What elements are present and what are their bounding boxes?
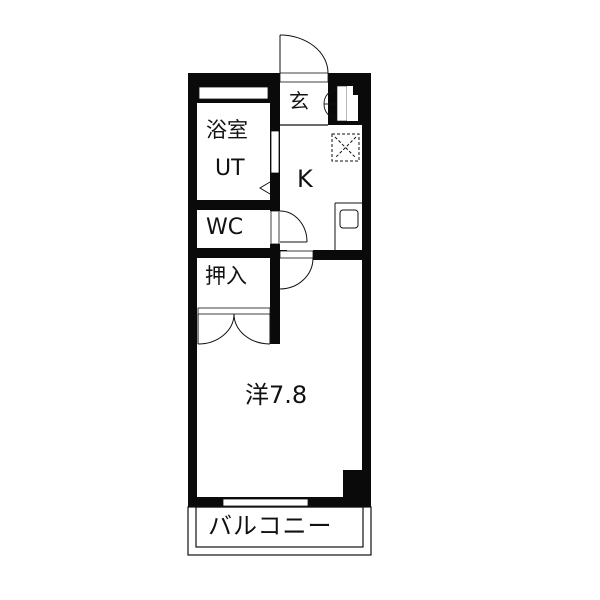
- label-bath: 浴室: [206, 118, 248, 142]
- wall-wc-closet: [197, 248, 280, 258]
- wall-bath-wc: [197, 200, 280, 210]
- divider-wall: [270, 73, 280, 173]
- label-kitchen: K: [297, 165, 313, 193]
- pillar: [343, 470, 362, 497]
- kitchen-counter: [334, 202, 362, 258]
- fridge-space: [331, 133, 360, 162]
- bath-door-marker: [259, 181, 271, 195]
- room-door-swing: [279, 257, 314, 290]
- window: [222, 498, 309, 507]
- label-wc: WC: [206, 215, 244, 240]
- label-western-room: 洋7.8: [245, 381, 308, 409]
- label-closet: 押入: [205, 264, 247, 288]
- bath-door-frame: [270, 130, 280, 174]
- top-shelf: [197, 82, 270, 103]
- label-genkan: 玄: [289, 89, 309, 113]
- wc-door-frame: [270, 210, 280, 245]
- genkan-area: [279, 34, 329, 126]
- label-balcony: バルコニー: [208, 512, 333, 540]
- wc-door-swing: [279, 210, 308, 243]
- shoe-cabinet: [323, 82, 362, 125]
- closet-door-frame: [197, 307, 271, 315]
- room-door-frame: [279, 250, 314, 259]
- label-ut: UT: [215, 156, 245, 181]
- balcony-outline: [187, 506, 372, 556]
- closet-door-swing: [197, 313, 271, 345]
